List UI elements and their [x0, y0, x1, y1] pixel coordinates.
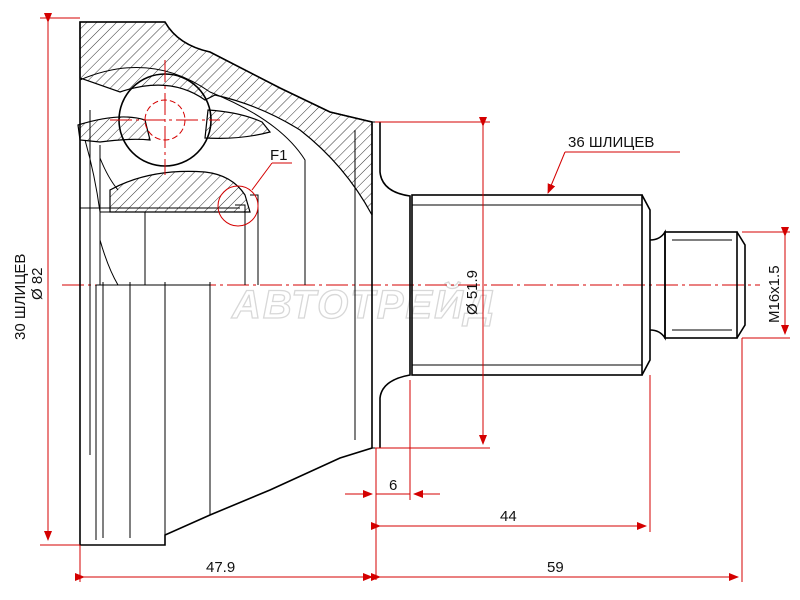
dim-6: 6 [345, 380, 440, 580]
dim-44: 44 [371, 375, 651, 532]
label-dim-44: 44 [500, 508, 517, 525]
label-dim-47-9: 47.9 [206, 559, 235, 576]
detail-f1-label: F1 [270, 147, 288, 164]
label-thread: M16x1.5 [766, 265, 783, 323]
dim-right-splines: 36 ШЛИЦЕВ [547, 134, 680, 194]
housing-section-hatch [77, 21, 373, 216]
inner-race-details [79, 67, 306, 286]
splined-shaft [411, 194, 746, 376]
label-right-splines: 36 ШЛИЦЕВ [568, 134, 654, 151]
detail-f1-callout: F1 [217, 147, 292, 227]
dim-47-9: 47.9 [75, 545, 373, 582]
dim-left-diameter: 30 ШЛИЦЕВ Ø 82 [12, 13, 80, 546]
dim-shaft-diameter: Ø 51.9 [375, 117, 490, 449]
ball [110, 60, 220, 175]
label-dim-59: 59 [547, 559, 564, 576]
label-dim-6: 6 [389, 477, 397, 494]
label-left-splines: 30 ШЛИЦЕВ [12, 254, 29, 340]
label-left-diameter: Ø 82 [29, 267, 46, 300]
label-shaft-diameter: Ø 51.9 [464, 270, 481, 315]
watermark-text: АВТОТРЕЙД [231, 280, 496, 327]
dim-thread: M16x1.5 [742, 227, 790, 339]
dim-59: 59 [371, 338, 743, 582]
